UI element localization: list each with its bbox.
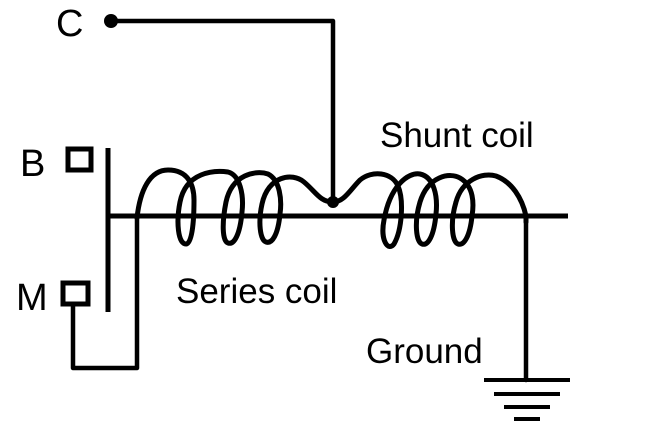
terminal-c-label: C xyxy=(56,3,83,45)
terminal-m-label: M xyxy=(16,277,48,319)
terminal-b xyxy=(65,146,94,173)
series-coil xyxy=(134,167,336,247)
series-coil-label: Series coil xyxy=(176,272,337,311)
ground-label: Ground xyxy=(366,332,483,371)
shunt-coil xyxy=(330,171,529,249)
terminal-m-wire xyxy=(70,215,140,371)
shunt-coil-label: Shunt coil xyxy=(380,116,534,155)
terminal-b-label: B xyxy=(20,143,45,185)
terminal-m xyxy=(60,280,91,307)
terminal-c-wire xyxy=(108,18,336,205)
